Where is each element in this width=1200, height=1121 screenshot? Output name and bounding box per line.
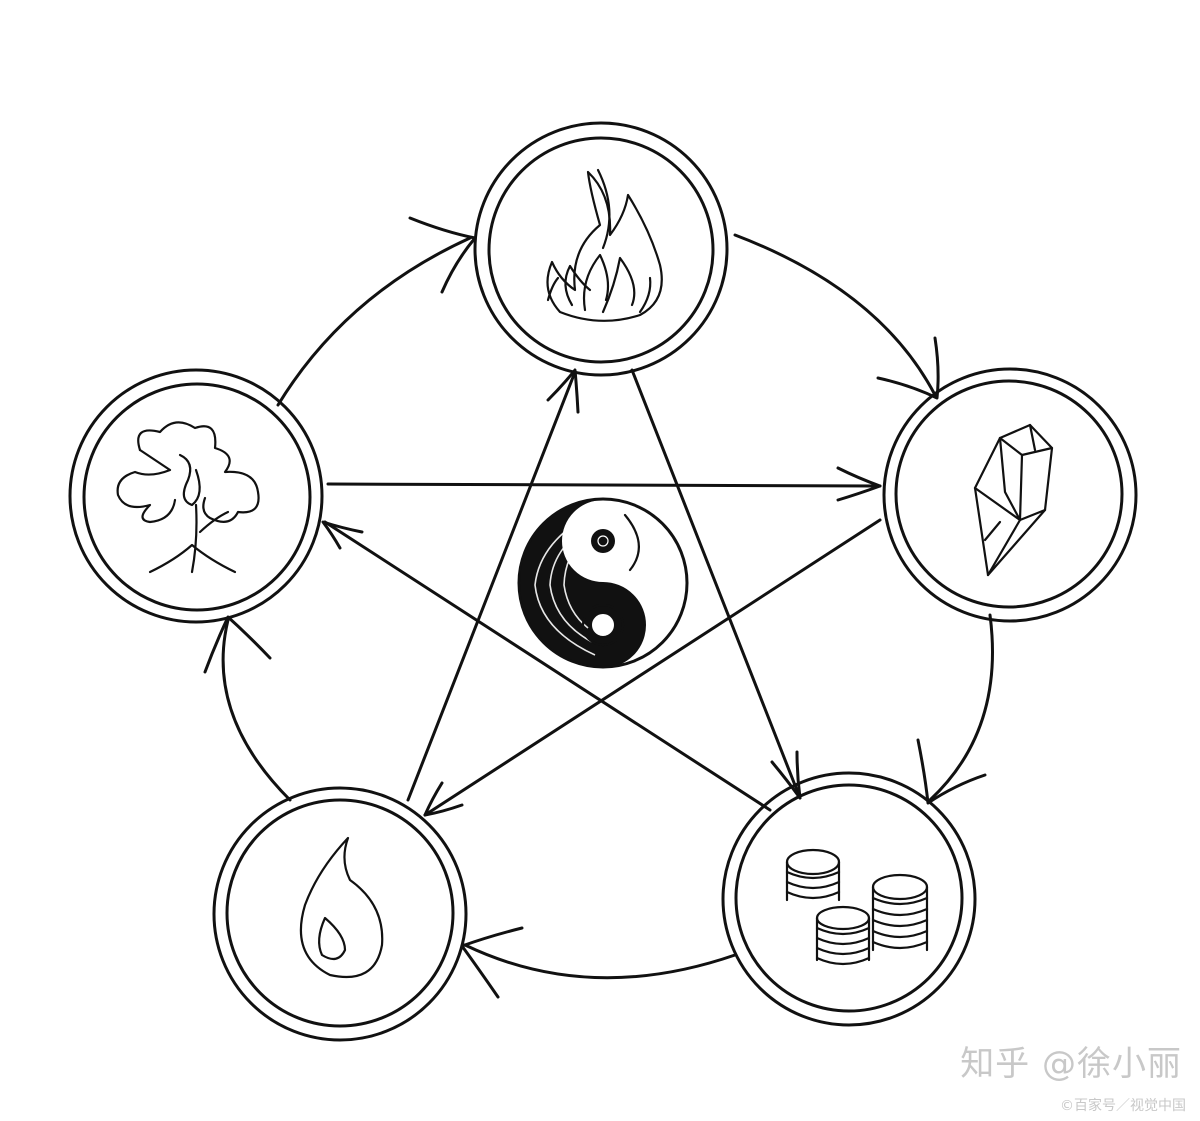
tree-icon bbox=[116, 421, 260, 574]
coins-outer-ring bbox=[721, 771, 977, 1027]
star-arrowhead-water bbox=[423, 781, 464, 817]
arc-water-to-wood bbox=[221, 618, 292, 802]
arc-coins-to-water bbox=[463, 943, 737, 980]
star-arrowhead-wood bbox=[321, 520, 364, 550]
water-outer-ring bbox=[212, 786, 468, 1042]
fire-inner-ring bbox=[487, 136, 715, 364]
yang-dot bbox=[591, 529, 615, 553]
water-drop-icon bbox=[299, 836, 384, 979]
fire-outer-ring bbox=[473, 121, 729, 377]
star-arrowhead-fire bbox=[546, 368, 580, 414]
line-metal-to-water bbox=[423, 518, 882, 817]
crystal-icon bbox=[973, 423, 1054, 577]
metal-outer-ring bbox=[882, 367, 1138, 623]
arc-fire-to-metal bbox=[733, 233, 937, 397]
arrowhead-wood-to-fire bbox=[408, 216, 477, 294]
line-coins-to-wood bbox=[323, 520, 772, 812]
wood-outer-ring bbox=[68, 368, 324, 624]
line-water-to-fire bbox=[406, 370, 577, 802]
element-wood bbox=[68, 368, 324, 624]
element-fire bbox=[473, 121, 729, 377]
arrowhead-fire-to-metal bbox=[876, 336, 940, 400]
line-wood-to-metal bbox=[326, 482, 882, 488]
element-coins bbox=[721, 771, 977, 1027]
water-inner-ring bbox=[225, 798, 455, 1028]
arrowhead-metal-to-coins bbox=[916, 738, 987, 805]
element-metal bbox=[882, 367, 1138, 623]
coins-inner-ring bbox=[734, 783, 964, 1013]
element-water bbox=[212, 786, 468, 1042]
flame-icon bbox=[546, 168, 663, 322]
controlling-star bbox=[321, 368, 882, 817]
yin-dark-half bbox=[518, 498, 646, 669]
arrowhead-water-to-wood bbox=[203, 615, 272, 674]
line-fire-to-coins bbox=[630, 368, 802, 800]
coins-icon bbox=[785, 848, 929, 966]
arc-wood-to-fire bbox=[276, 236, 472, 407]
wood-inner-ring bbox=[82, 382, 312, 612]
watermark-sub: ©百家号／视觉中国 bbox=[1060, 1098, 1186, 1114]
arc-metal-to-coins bbox=[928, 613, 994, 802]
yin-dot bbox=[590, 612, 616, 638]
watermark-main: 知乎 @徐小丽 bbox=[960, 1044, 1182, 1084]
star-arrowhead-coins bbox=[770, 750, 802, 800]
star-arrowhead-metal bbox=[836, 466, 882, 502]
yin-yang-icon bbox=[517, 497, 689, 669]
metal-inner-ring bbox=[894, 379, 1124, 609]
